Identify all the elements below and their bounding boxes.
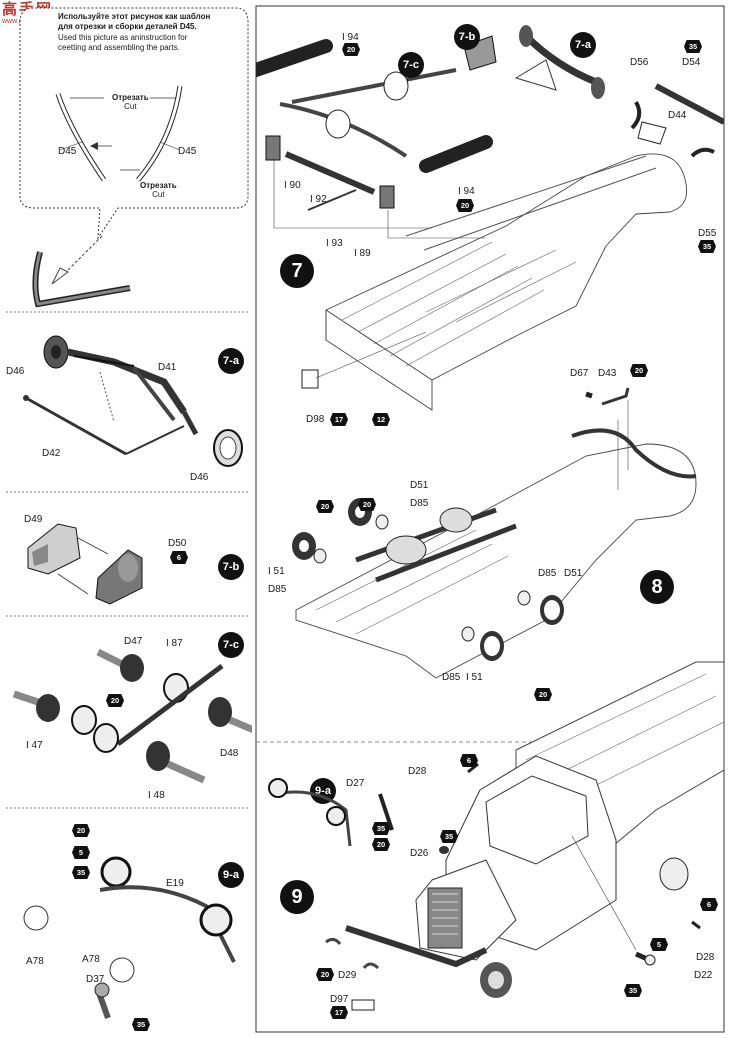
paint-d28-right: 6 <box>700 898 718 911</box>
label-d43: D43 <box>598 368 617 379</box>
step-7b-ref: 7-b <box>454 24 480 50</box>
step-7-chassis-drawing <box>256 25 724 411</box>
label-i87: I 87 <box>166 638 183 649</box>
step-7c-ref: 7-c <box>398 52 424 78</box>
label-i94-top: I 94 <box>342 32 359 43</box>
label-d67: D67 <box>570 368 589 379</box>
d45-template-drawing <box>55 85 183 182</box>
paint-d98: 17 <box>330 413 348 426</box>
paint-d28-top: 6 <box>460 754 478 767</box>
label-e19: E19 <box>166 878 184 889</box>
label-d48: D48 <box>220 748 239 759</box>
label-d27: D27 <box>346 778 365 789</box>
step-9-badge: 9 <box>280 880 314 914</box>
label-d22: D22 <box>694 970 713 981</box>
paint-d26: 35 <box>440 830 458 843</box>
paint-d22-b: 35 <box>624 984 642 997</box>
label-d54: D54 <box>682 57 701 68</box>
label-d98: D98 <box>306 414 325 425</box>
label-i90: I 90 <box>284 180 301 191</box>
paint-d55: 35 <box>698 240 716 253</box>
label-d46-bottom: D46 <box>190 472 209 483</box>
step-9a-headlights-drawing <box>23 856 236 1020</box>
label-d37: D37 <box>86 974 105 985</box>
paint-deck: 12 <box>372 413 390 426</box>
paint-i51-left: 20 <box>316 500 334 513</box>
note-line-3: Used this picture as aninstruction for <box>58 33 188 42</box>
label-d85-top: D85 <box>410 498 429 509</box>
label-a78-left: A78 <box>26 956 44 967</box>
label-d49: D49 <box>24 514 43 525</box>
note-line-1: Используйте этот рисунок как шаблон <box>58 12 211 21</box>
label-d50: D50 <box>168 538 187 549</box>
label-d46-top: D46 <box>6 366 25 377</box>
label-d28-right: D28 <box>696 952 715 963</box>
step-7a-badge: 7-a <box>218 348 244 374</box>
paint-i94-bottom: 20 <box>456 199 474 212</box>
label-i47: I 47 <box>26 740 43 751</box>
label-i51-left: I 51 <box>268 566 285 577</box>
label-i51-bottom: I 51 <box>466 672 483 683</box>
paint-d51-top: 20 <box>358 498 376 511</box>
step-7c-badge: 7-c <box>218 632 244 658</box>
paint-d47: 20 <box>106 694 124 707</box>
paint-d54: 35 <box>684 40 702 53</box>
paint-d97: 17 <box>330 1006 348 1019</box>
paint-d43: 20 <box>630 364 648 377</box>
d45-bent-part <box>32 251 131 308</box>
step-7b-bracket-drawing <box>27 523 143 605</box>
paint-e19-c: 35 <box>72 866 90 879</box>
step-8-badge: 8 <box>640 570 674 604</box>
paint-d50: 6 <box>170 551 188 564</box>
paint-d29: 20 <box>316 968 334 981</box>
label-d56: D56 <box>630 57 649 68</box>
label-d55: D55 <box>698 228 717 239</box>
note-line-4: ceetting and assembling the parts. <box>58 43 180 52</box>
label-d85-left: D85 <box>268 584 287 595</box>
step-9a-badge: 9-a <box>218 862 244 888</box>
label-d51-top: D51 <box>410 480 429 491</box>
label-d29: D29 <box>338 970 357 981</box>
label-a78-mid: A78 <box>82 954 100 965</box>
paint-e19-b: 5 <box>72 846 90 859</box>
label-i93: I 93 <box>326 238 343 249</box>
step-9-truck-drawing <box>268 661 724 1011</box>
step-7c-driveshaft-drawing <box>12 648 252 784</box>
label-d45-right: D45 <box>178 146 197 157</box>
label-d44: D44 <box>668 110 687 121</box>
label-d41: D41 <box>158 362 177 373</box>
label-d85-right: D85 <box>538 568 557 579</box>
label-i94-bottom: I 94 <box>458 186 475 197</box>
step-7a-ref: 7-a <box>570 32 596 58</box>
label-d28-top: D28 <box>408 766 427 777</box>
paint-d51-right: 20 <box>534 688 552 701</box>
label-d26: D26 <box>410 848 429 859</box>
step-8-chassis-drawing <box>292 387 697 679</box>
step-7a-axle-drawing <box>23 335 243 467</box>
label-i92: I 92 <box>310 194 327 205</box>
paint-d27-b: 20 <box>372 838 390 851</box>
note-line-2: для отрезки и сборки деталей D45. <box>58 22 197 31</box>
label-i89: I 89 <box>354 248 371 259</box>
label-d85-bottom: D85 <box>442 672 461 683</box>
label-d97: D97 <box>330 994 349 1005</box>
step-7-badge: 7 <box>280 254 314 288</box>
paint-e19-a: 20 <box>72 824 90 837</box>
label-d45-left: D45 <box>58 146 77 157</box>
paint-i94-top: 20 <box>342 43 360 56</box>
step-7b-badge: 7-b <box>218 554 244 580</box>
label-d42: D42 <box>42 448 61 459</box>
label-i48: I 48 <box>148 790 165 801</box>
paint-d37: 35 <box>132 1018 150 1031</box>
paint-d22-a: 5 <box>650 938 668 951</box>
label-d51-right: D51 <box>564 568 583 579</box>
paint-d27-a: 35 <box>372 822 390 835</box>
label-d47: D47 <box>124 636 143 647</box>
